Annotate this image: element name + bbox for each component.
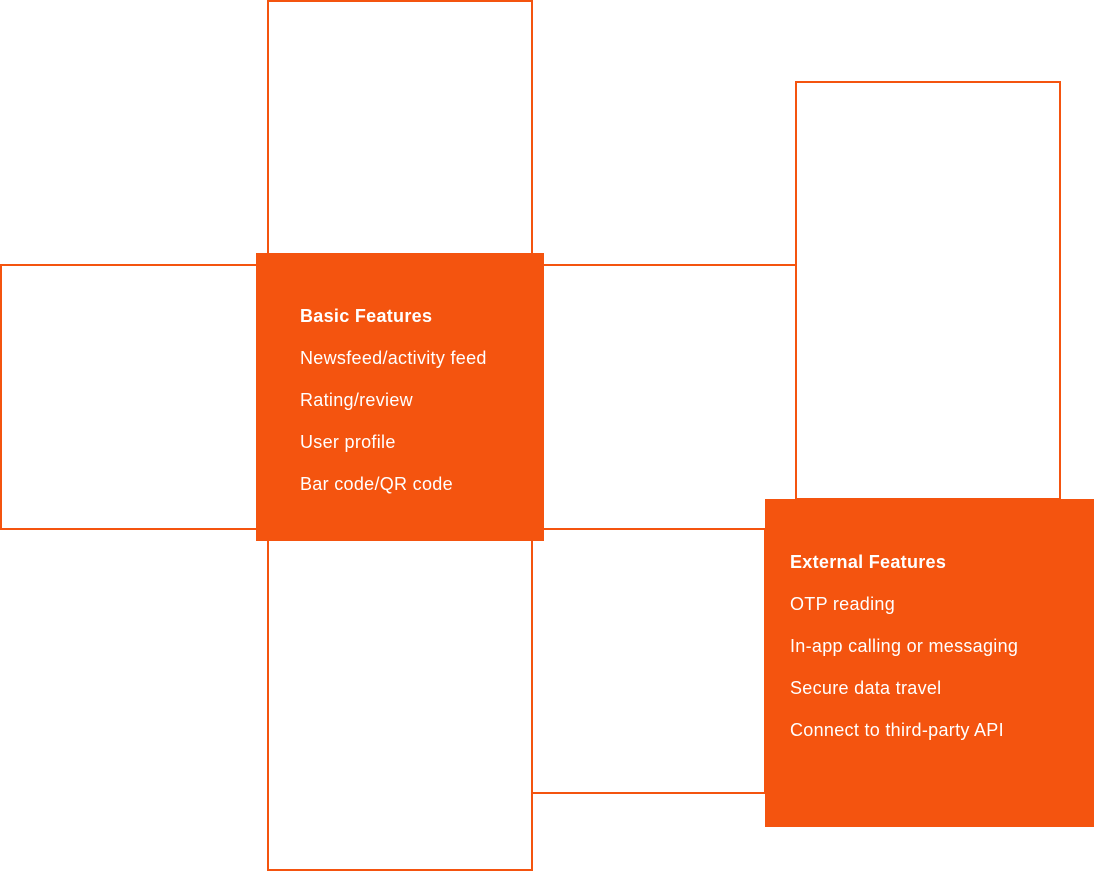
external-feature-item: OTP reading — [790, 594, 896, 614]
external-feature-item: Connect to third-party API — [790, 720, 1004, 740]
frame-lower-right — [531, 528, 766, 794]
external-features-title: External Features — [790, 552, 947, 572]
frame-right-tall — [795, 81, 1061, 500]
basic-feature-item: Rating/review — [300, 390, 413, 410]
external-feature-item: Secure data travel — [790, 678, 942, 698]
basic-features-card: Basic Features Newsfeed/activity feed Ra… — [256, 253, 544, 541]
external-feature-item: In-app calling or messaging — [790, 636, 1019, 656]
frame-left — [0, 264, 269, 530]
frame-center-right — [531, 264, 797, 530]
external-features-card: External Features OTP reading In-app cal… — [765, 499, 1094, 827]
basic-feature-item: User profile — [300, 432, 396, 452]
basic-feature-item: Newsfeed/activity feed — [300, 348, 487, 368]
basic-features-title: Basic Features — [300, 306, 433, 326]
basic-feature-item: Bar code/QR code — [300, 474, 453, 494]
